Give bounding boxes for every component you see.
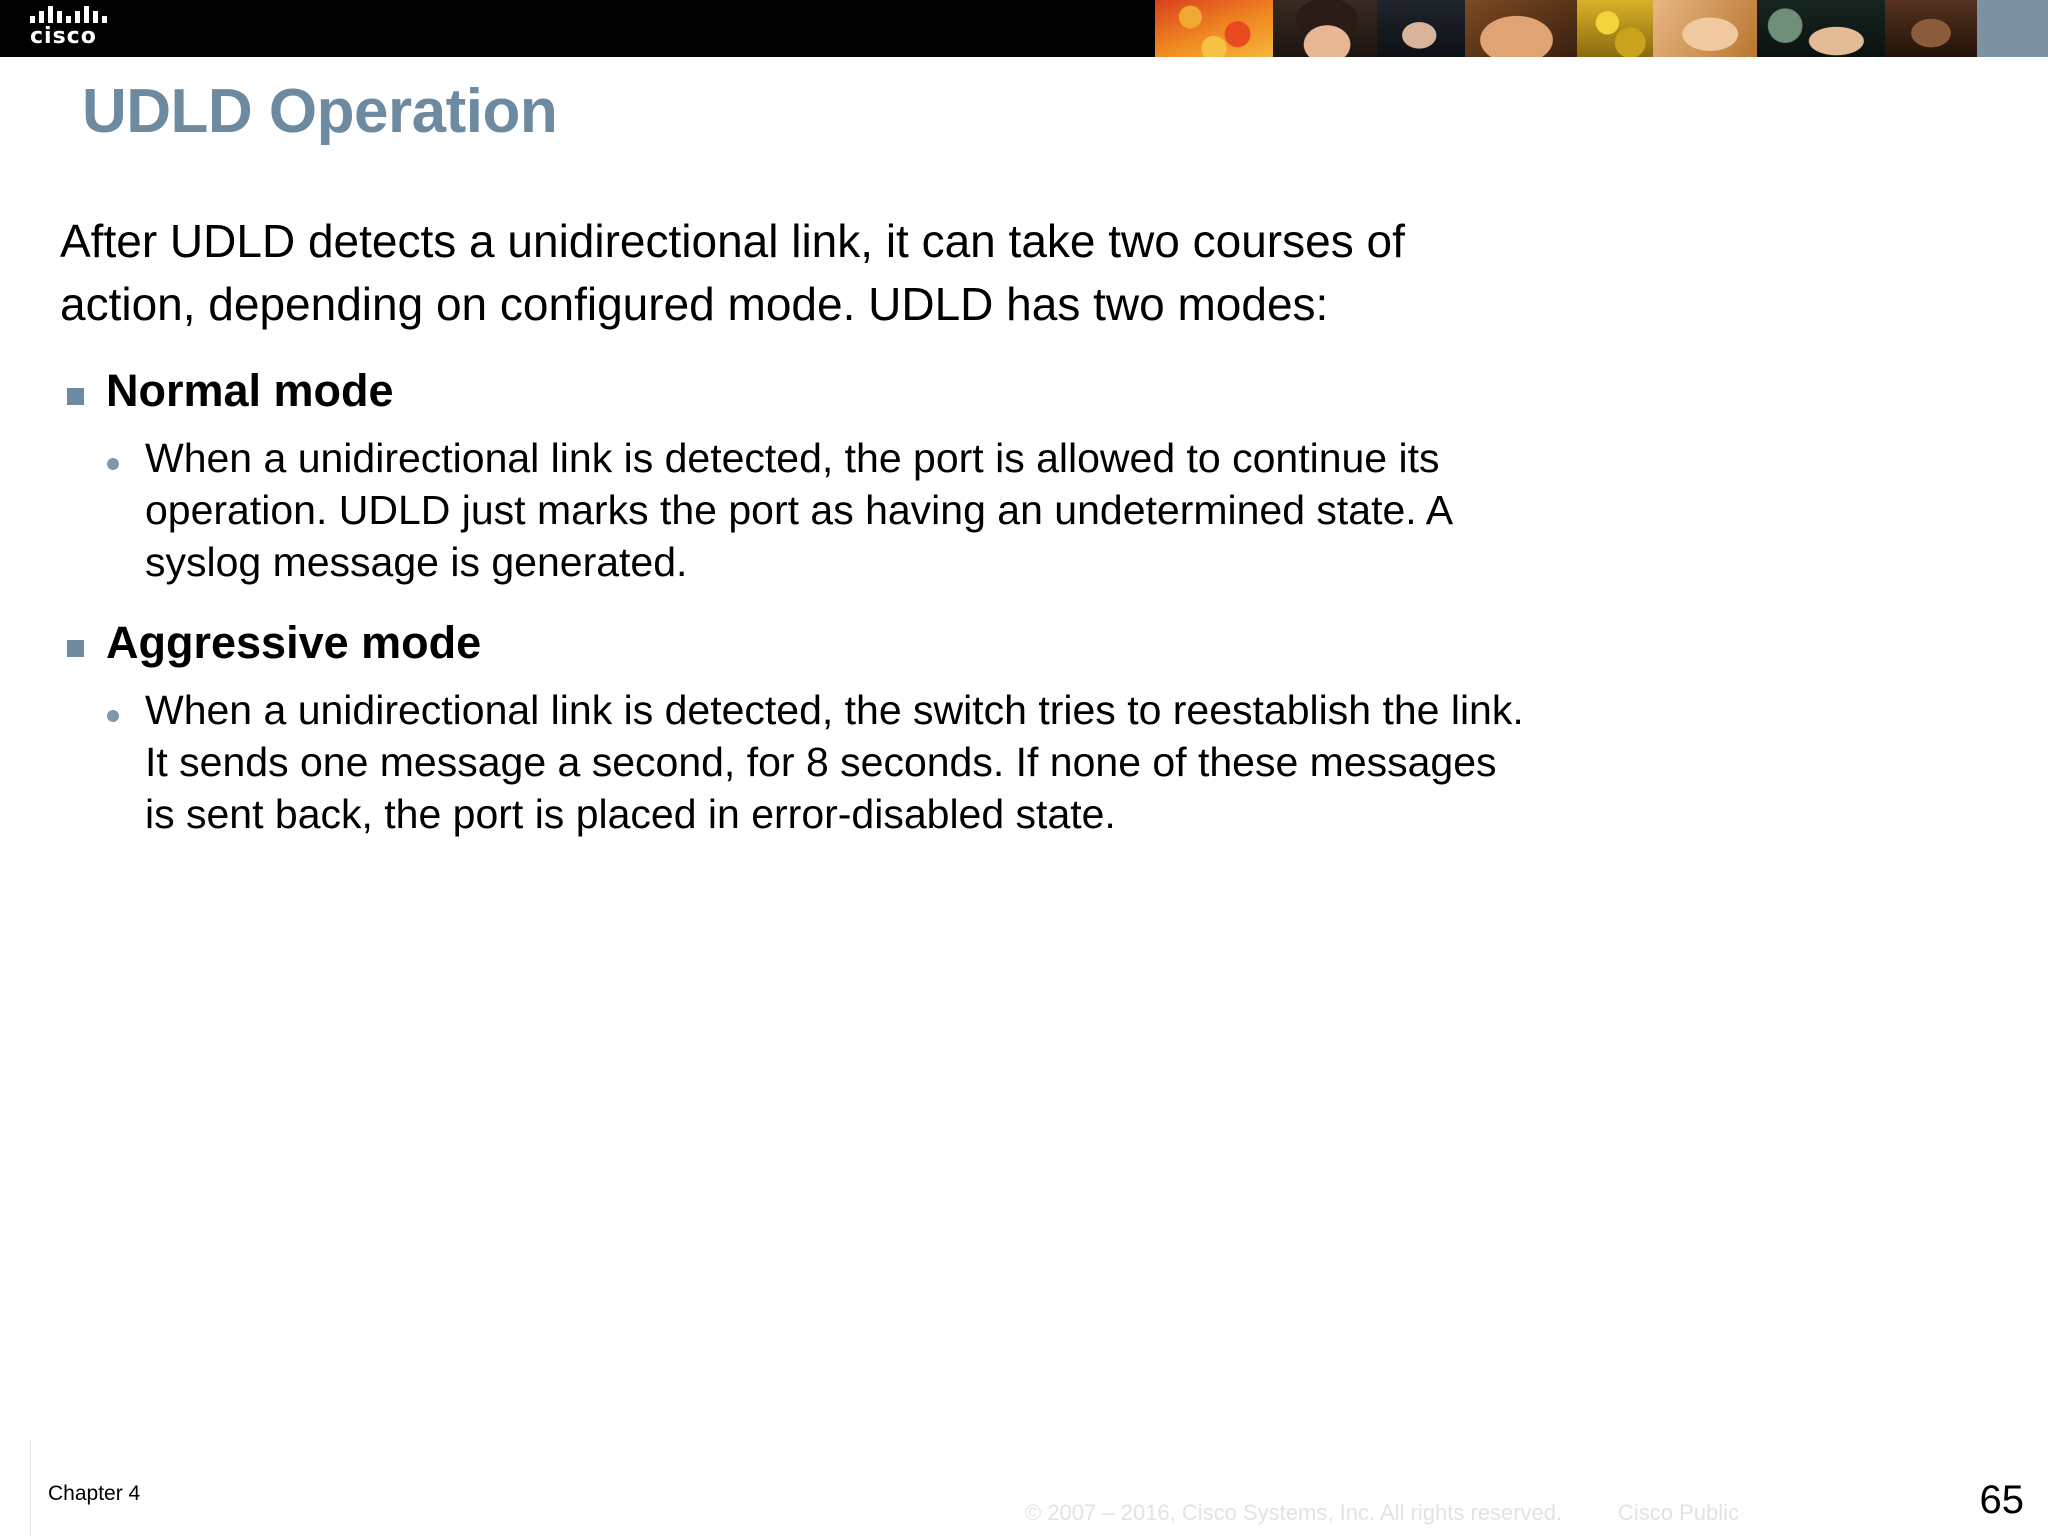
footer-classification: Cisco Public <box>1618 1500 1740 1525</box>
montage-panel <box>1757 0 1885 57</box>
bullet-label: Aggressive mode <box>106 617 482 668</box>
slide-content: After UDLD detects a unidirectional link… <box>60 210 2000 840</box>
cisco-bars-icon <box>30 6 134 23</box>
footer-chapter-label: Chapter 4 <box>48 1482 141 1505</box>
sub-bullet-text: When a unidirectional link is detected, … <box>145 435 1451 585</box>
sub-bullet-text: When a unidirectional link is detected, … <box>145 687 1524 837</box>
page-number: 65 <box>1979 1478 2025 1522</box>
montage-panel <box>1155 0 1273 57</box>
montage-panel <box>1977 0 2048 57</box>
round-bullet-icon <box>107 710 119 722</box>
sub-bullet-aggressive-mode: When a unidirectional link is detected, … <box>107 684 2000 840</box>
cisco-wordmark: cisco <box>30 24 97 49</box>
montage-panel <box>1653 0 1757 57</box>
montage-panel <box>1577 0 1653 57</box>
montage-panel <box>1273 0 1377 57</box>
sub-bullet-normal-mode: When a unidirectional link is detected, … <box>107 432 2000 588</box>
square-bullet-icon <box>67 388 84 405</box>
montage-panel <box>1465 0 1577 57</box>
footer-copyright: © 2007 – 2016, Cisco Systems, Inc. All r… <box>1025 1500 1563 1525</box>
intro-paragraph: After UDLD detects a unidirectional link… <box>60 215 1405 330</box>
bullet-aggressive-mode: Aggressive mode <box>60 614 2000 672</box>
footer-divider <box>30 1440 31 1536</box>
square-bullet-icon <box>67 640 84 657</box>
slide-header-bar: cisco <box>0 0 2048 57</box>
cisco-logo: cisco <box>28 6 138 52</box>
page-title: UDLD Operation <box>82 77 558 146</box>
bullet-label: Normal mode <box>106 365 394 416</box>
montage-panel <box>1377 0 1465 57</box>
people-montage-banner <box>1155 0 2048 57</box>
montage-panel <box>1885 0 1977 57</box>
bullet-normal-mode: Normal mode <box>60 362 2000 420</box>
round-bullet-icon <box>107 458 119 470</box>
